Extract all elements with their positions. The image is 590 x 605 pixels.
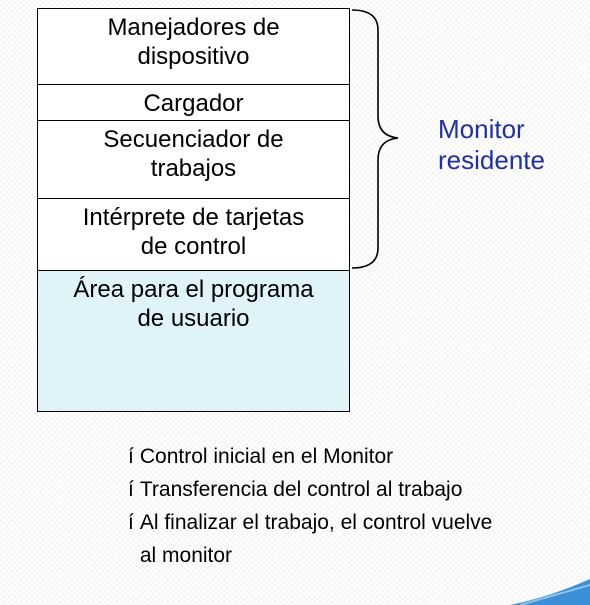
note-bullet: í (128, 511, 134, 534)
note-bullet: í (128, 478, 134, 501)
note-text: Al finalizar el trabajo, el control vuel… (139, 511, 493, 567)
note-item: í Transferencia del control al trabajo (128, 473, 492, 506)
notes-list: í Control inicial en el Monitor í Transf… (128, 440, 492, 572)
note-bullet: í (128, 445, 134, 468)
block-job-sequencer-label: Secuenciador de trabajos (103, 126, 284, 182)
note-item: í Al finalizar el trabajo, el control vu… (128, 506, 492, 572)
block-control-card-interpreter: Intérprete de tarjetas de control (38, 199, 349, 271)
note-item: í Control inicial en el Monitor (128, 440, 492, 473)
block-control-card-interpreter-label: Intérprete de tarjetas de control (82, 204, 305, 260)
note-text: Control inicial en el Monitor (139, 445, 394, 468)
block-device-handlers-label: Manejadores de dispositivo (107, 14, 280, 70)
corner-swoosh-decoration (510, 579, 590, 605)
block-device-handlers: Manejadores de dispositivo (38, 9, 349, 85)
block-loader: Cargador (38, 85, 349, 121)
block-user-program-area: Área para el programa de usuario (38, 271, 349, 411)
block-loader-label: Cargador (143, 90, 244, 117)
memory-layout-diagram: Manejadores de dispositivo Cargador Secu… (37, 8, 350, 412)
resident-monitor-brace (351, 9, 399, 269)
resident-monitor-label: Monitor residente (438, 114, 545, 175)
block-user-program-area-label: Área para el programa de usuario (73, 276, 314, 332)
note-text: Transferencia del control al trabajo (139, 478, 463, 501)
block-job-sequencer: Secuenciador de trabajos (38, 121, 349, 199)
